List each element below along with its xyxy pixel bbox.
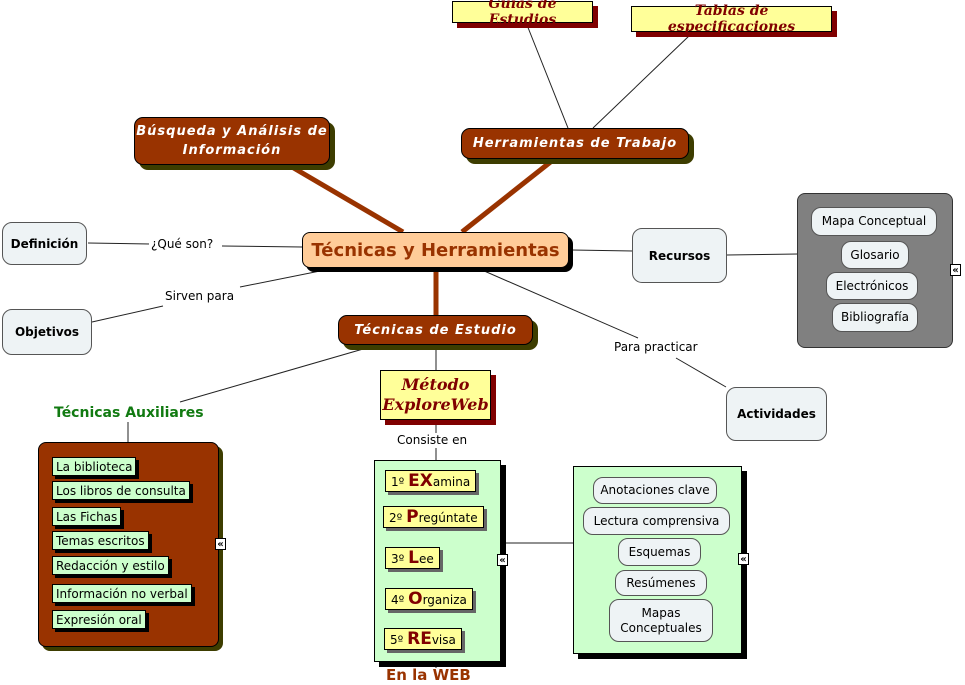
label-sirven-para: Sirven para bbox=[163, 289, 237, 303]
step-revisa[interactable]: 5º REvisa bbox=[384, 628, 462, 650]
node-busqueda-analisis[interactable]: Búsqueda y Análisis de Información bbox=[134, 117, 330, 165]
label-consiste-en: Consiste en bbox=[395, 433, 470, 447]
estrategia-esquemas[interactable]: Esquemas bbox=[618, 538, 701, 566]
label-que-son: ¿Qué son? bbox=[149, 237, 216, 251]
step-key: EX bbox=[408, 471, 433, 491]
step-rest: amina bbox=[432, 475, 471, 489]
link-auxiliares bbox=[179, 346, 371, 403]
node-herramientas-trabajo[interactable]: Herramientas de Trabajo bbox=[461, 128, 689, 159]
metodo-title-line1: Método bbox=[401, 375, 470, 394]
link-busqueda bbox=[290, 164, 405, 235]
recurso-glosario[interactable]: Glosario bbox=[841, 241, 909, 269]
node-guias-estudios[interactable]: Guías de Estudios bbox=[452, 0, 593, 28]
step-num: 1º bbox=[391, 475, 409, 489]
step-key: P bbox=[406, 507, 419, 527]
collapse-estrategias-icon[interactable]: « bbox=[738, 553, 749, 565]
link-tablas bbox=[592, 34, 691, 129]
step-lee[interactable]: 3º Lee bbox=[385, 547, 440, 569]
node-tablas-especificaciones[interactable]: Tablas de especificaciones bbox=[631, 3, 832, 35]
aux-item[interactable]: Los libros de consulta bbox=[52, 481, 190, 500]
aux-item[interactable]: Expresión oral bbox=[52, 610, 146, 629]
estrategia-anotaciones[interactable]: Anotaciones clave bbox=[593, 477, 717, 504]
node-objetivos[interactable]: Objetivos bbox=[2, 309, 92, 355]
step-num: 2º bbox=[389, 511, 407, 525]
collapse-auxiliares-icon[interactable]: « bbox=[215, 538, 226, 550]
link-guias bbox=[526, 24, 569, 129]
aux-item[interactable]: Las Fichas bbox=[52, 507, 122, 526]
collapse-metodo-icon[interactable]: « bbox=[497, 554, 508, 566]
link-objetivos-2 bbox=[239, 268, 331, 288]
step-rest: visa bbox=[431, 633, 456, 647]
node-definicion[interactable]: Definición bbox=[2, 222, 87, 265]
link-definicion-2 bbox=[221, 245, 303, 248]
recurso-bibliografia[interactable]: Bibliografía bbox=[832, 303, 918, 332]
link-definicion-1 bbox=[87, 242, 151, 245]
link-actividades-1 bbox=[481, 269, 639, 339]
step-num: 3º bbox=[391, 552, 409, 566]
metodo-title-line2: ExploreWeb bbox=[382, 395, 489, 414]
node-tecnicas-estudio[interactable]: Técnicas de Estudio bbox=[338, 315, 533, 345]
en-la-web-title[interactable]: En la WEB bbox=[386, 666, 471, 684]
node-recursos[interactable]: Recursos bbox=[632, 228, 727, 283]
step-examina[interactable]: 1º EXamina bbox=[385, 470, 477, 492]
link-herramientas bbox=[460, 158, 555, 234]
step-rest: rganiza bbox=[422, 593, 467, 607]
step-key: RE bbox=[407, 629, 432, 649]
step-rest: regúntate bbox=[418, 511, 478, 525]
step-key: O bbox=[408, 589, 423, 609]
link-recursos-group bbox=[726, 253, 799, 256]
tecnicas-auxiliares-title: Técnicas Auxiliares bbox=[54, 405, 204, 421]
step-key: L bbox=[408, 548, 419, 568]
label-para-practicar: Para practicar bbox=[612, 340, 700, 354]
estrategia-resumenes[interactable]: Resúmenes bbox=[615, 570, 707, 596]
collapse-recursos-icon[interactable]: « bbox=[950, 264, 961, 276]
node-actividades[interactable]: Actividades bbox=[726, 387, 827, 441]
central-node[interactable]: Técnicas y Herramientas bbox=[302, 232, 569, 268]
recurso-mapa-conceptual[interactable]: Mapa Conceptual bbox=[811, 207, 937, 236]
aux-item[interactable]: Temas escritos bbox=[52, 531, 149, 550]
step-num: 5º bbox=[390, 633, 408, 647]
link-actividades-2 bbox=[675, 357, 727, 388]
node-metodo-exploreweb[interactable]: Método ExploreWeb bbox=[380, 370, 491, 420]
step-rest: ee bbox=[418, 552, 434, 566]
recurso-electronicos[interactable]: Electrónicos bbox=[826, 272, 918, 300]
link-objetivos-1 bbox=[91, 305, 164, 323]
aux-item[interactable]: La biblioteca bbox=[52, 457, 137, 476]
aux-item[interactable]: Información no verbal bbox=[52, 584, 192, 603]
step-organiza[interactable]: 4º Organiza bbox=[385, 588, 473, 610]
step-preguntate[interactable]: 2º Pregúntate bbox=[383, 506, 484, 528]
estrategia-mapas[interactable]: Mapas Conceptuales bbox=[609, 599, 713, 642]
step-num: 4º bbox=[391, 593, 409, 607]
aux-item[interactable]: Redacción y estilo bbox=[52, 556, 169, 575]
estrategia-lectura[interactable]: Lectura comprensiva bbox=[583, 507, 730, 535]
link-recursos bbox=[571, 249, 634, 252]
